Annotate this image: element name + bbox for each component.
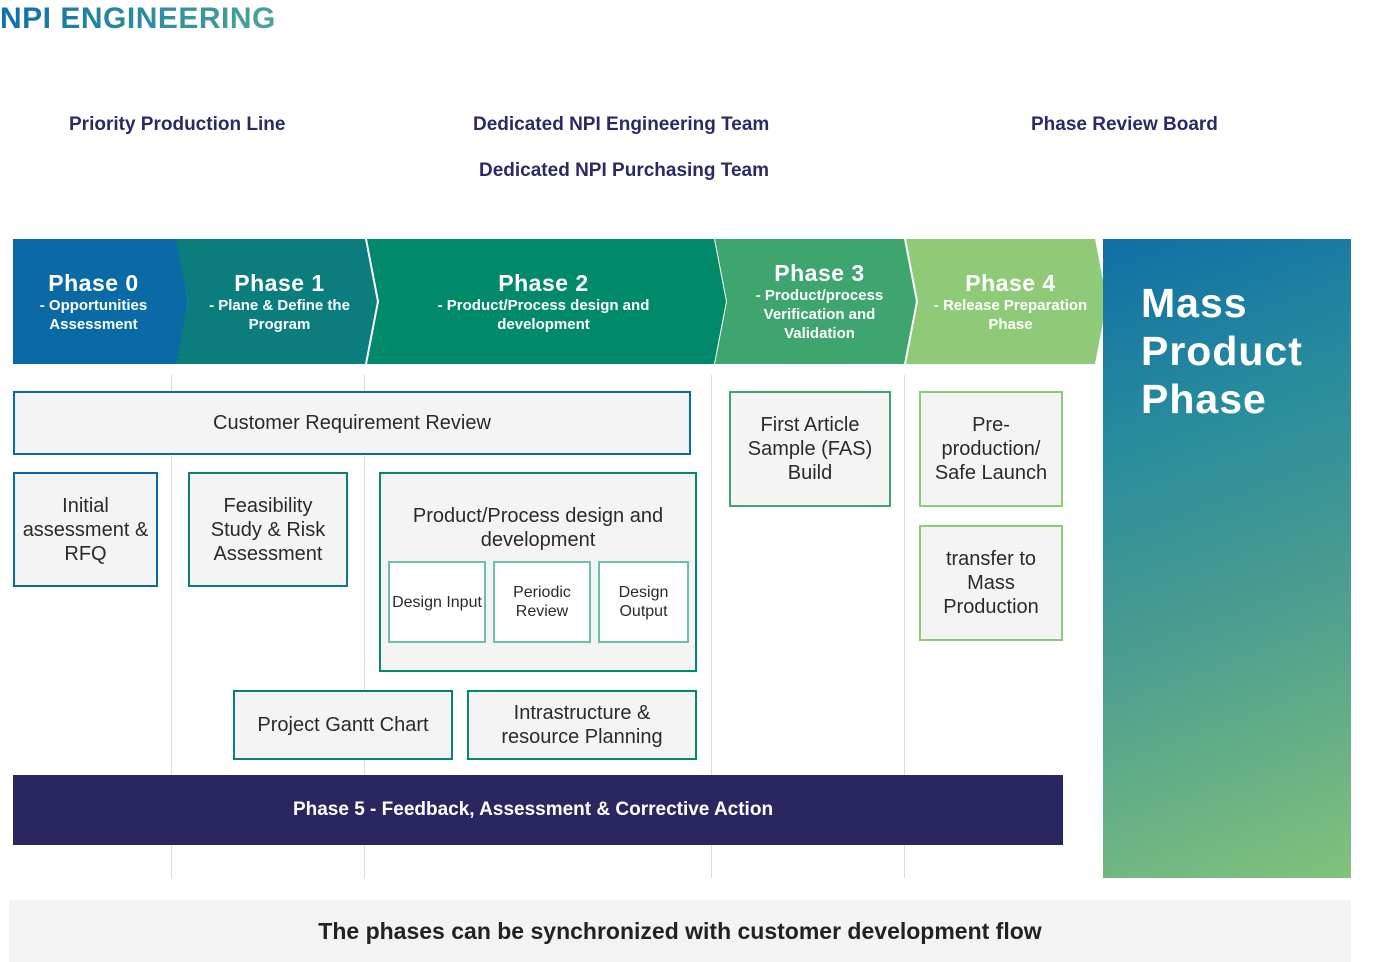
design-output-box: Design Output [598, 561, 689, 643]
periodic-review-box: Periodic Review [493, 561, 591, 643]
project-gantt-chart-box: Project Gantt Chart [233, 690, 453, 760]
design-input-box: Design Input [388, 561, 486, 643]
initial-assessment-box: Initial assessment & RFQ [13, 472, 158, 587]
feature-priority-production-line: Priority Production Line [69, 114, 286, 135]
product-process-design-label: Product/Process design and development [412, 505, 664, 551]
column-divider [171, 375, 172, 878]
footer-note: The phases can be synchronized with cust… [9, 900, 1351, 962]
feature-purchasing-team: Dedicated NPI Purchasing Team [479, 160, 770, 181]
phase-1-title: Phase 1 [234, 269, 325, 296]
first-article-sample-box: First Article Sample (FAS) Build [729, 391, 891, 507]
feature-phase-review-board: Phase Review Board [1031, 114, 1218, 135]
mass-product-phase-label: Mass Product Phase [1141, 280, 1303, 422]
feature-engineering-team: Dedicated NPI Engineering Team [473, 114, 770, 135]
mass-product-phase-panel: Mass Product Phase [1103, 239, 1351, 878]
phase-1-chevron: Phase 1 - Plane & Define the Program [176, 239, 377, 364]
phase-0-subtitle: - Opportunities Assessment [39, 296, 148, 333]
phase-2-chevron: Phase 2 - Product/Process design and dev… [367, 239, 726, 364]
product-process-design-box: Product/Process design and development D… [379, 472, 697, 672]
phase-3-subtitle: - Product/process Verification and Valid… [755, 287, 884, 342]
feasibility-study-box: Feasibility Study & Risk Assessment [188, 472, 348, 587]
phase-4-title: Phase 4 [965, 269, 1056, 296]
phase-2-title: Phase 2 [498, 269, 589, 296]
pre-production-box: Pre-production/ Safe Launch [919, 391, 1063, 507]
column-divider [904, 375, 905, 878]
column-divider [711, 375, 712, 878]
phase-3-chevron: Phase 3 - Product/process Verification a… [715, 239, 916, 364]
column-divider [364, 375, 365, 878]
page-title: NPI ENGINEERING [0, 2, 276, 35]
infrastructure-planning-box: Intrastructure & resource Planning [467, 690, 697, 760]
phase-2-subtitle: - Product/Process design and development [437, 296, 650, 333]
transfer-mass-production-box: transfer to Mass Production [919, 525, 1063, 641]
phase-1-subtitle: - Plane & Define the Program [209, 296, 350, 333]
phase-0-chevron: Phase 0 - Opportunities Assessment [13, 239, 188, 364]
phase-4-chevron: Phase 4 - Release Preparation Phase [906, 239, 1107, 364]
phase-5-bar: Phase 5 - Feedback, Assessment & Correct… [13, 775, 1063, 845]
phase-0-title: Phase 0 [48, 269, 139, 296]
phase-3-title: Phase 3 [774, 260, 865, 286]
phase-4-subtitle: - Release Preparation Phase [933, 296, 1088, 333]
customer-requirement-review-box: Customer Requirement Review [13, 391, 691, 455]
